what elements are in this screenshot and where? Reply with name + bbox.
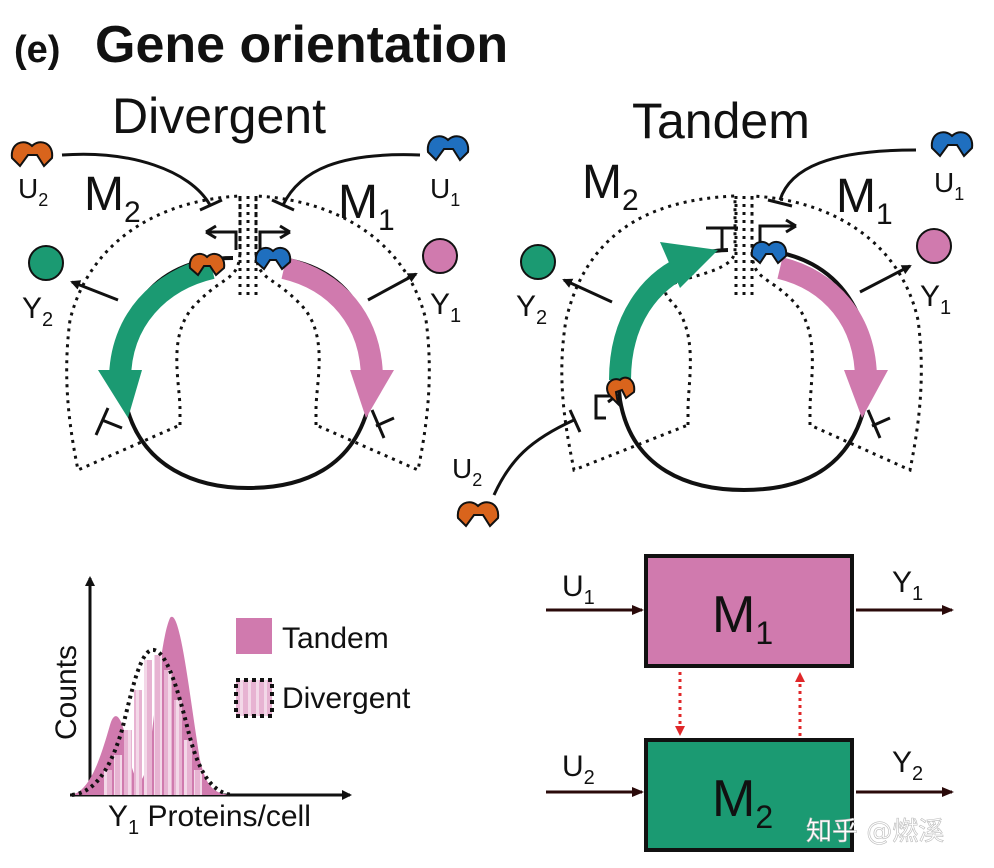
- tandem-u2-label: U2: [452, 453, 482, 490]
- divergent-y2-label: Y2: [22, 292, 53, 331]
- legend-tandem-swatch: [236, 618, 272, 654]
- legend-divergent-swatch: [234, 678, 274, 718]
- divergent-u2-label: U2: [18, 173, 48, 210]
- panel-label: (e): [14, 29, 60, 71]
- block-y2-label: Y2: [892, 746, 923, 785]
- block-diagram: M1 M2 U1 U2 Y1 Y2: [546, 554, 954, 852]
- histogram-x-label: Y1 Proteins/cell: [108, 800, 311, 839]
- watermark: 知乎 @燃溪: [806, 817, 944, 847]
- divergent-u1-label: U1: [430, 173, 460, 210]
- divergent-y1-label: Y1: [430, 288, 461, 327]
- histogram-y-label: Counts: [50, 645, 83, 740]
- divergent-title: Divergent: [112, 88, 326, 144]
- panel-title: Gene orientation: [95, 16, 508, 74]
- tandem-m1-label: M1: [836, 170, 893, 231]
- divergent-diagram: Divergent: [10, 88, 470, 491]
- histogram: Counts Y1 Proteins/cell Tandem Divergent: [50, 576, 411, 839]
- block-u2-label: U2: [562, 750, 595, 789]
- block-u1-label: U1: [562, 570, 595, 609]
- tandem-y2-label: Y2: [516, 290, 547, 329]
- block-m1-label: M1: [712, 586, 773, 651]
- legend-divergent-label: Divergent: [282, 682, 411, 715]
- block-m2: [644, 738, 854, 852]
- tandem-diagram: Tandem: [452, 93, 974, 528]
- legend-tandem-label: Tandem: [282, 622, 389, 655]
- tandem-title: Tandem: [632, 93, 810, 149]
- block-y1-label: Y1: [892, 566, 923, 605]
- tandem-m2-label: M2: [582, 156, 639, 217]
- divergent-bars: [104, 655, 202, 795]
- block-m2-label: M2: [712, 770, 773, 835]
- tandem-u1-label: U1: [934, 167, 964, 204]
- block-m1: [644, 554, 854, 668]
- tandem-y1-label: Y1: [920, 280, 951, 319]
- divergent-m2-label: M2: [84, 168, 141, 229]
- divergent-m1-label: M1: [338, 176, 395, 237]
